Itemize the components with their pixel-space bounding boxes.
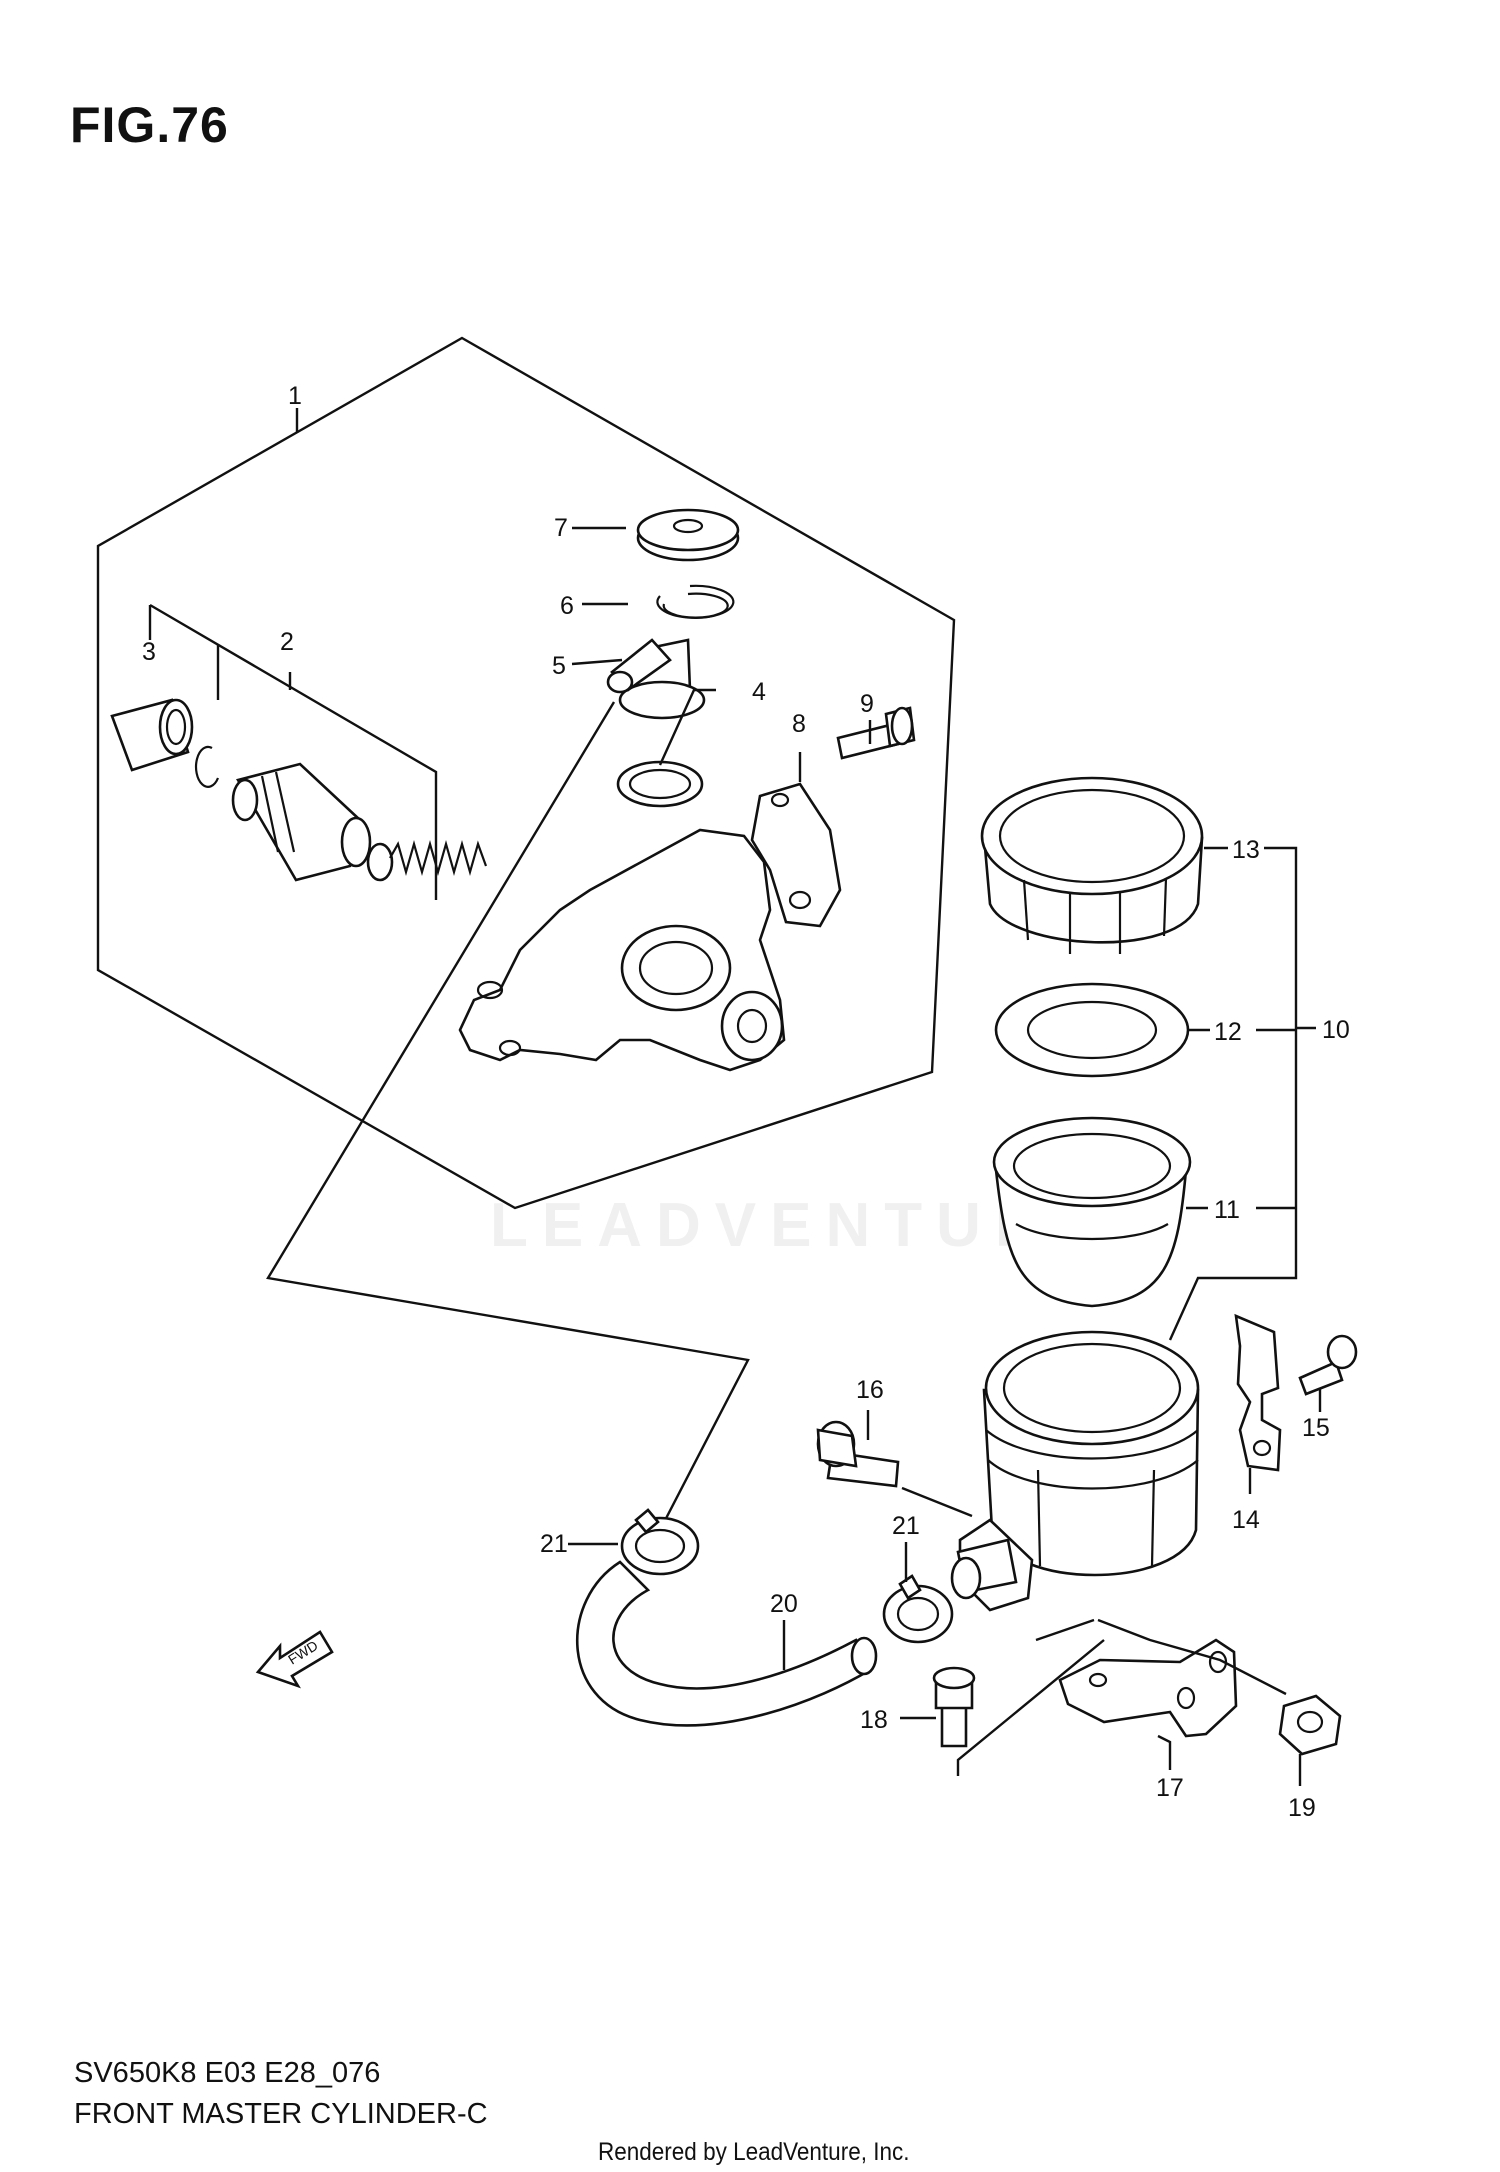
callout-21-left: 21	[540, 1530, 568, 1558]
fwd-arrow-icon: FWD	[255, 1630, 334, 1689]
part-3-piston-cup	[110, 698, 194, 772]
bracket-2	[149, 603, 438, 900]
model-code: SV650K8 E03 E28_076	[74, 2057, 381, 2089]
leader-16b	[901, 1486, 973, 1518]
figure-title: FIG.76	[70, 97, 229, 153]
callout-15: 15	[1302, 1414, 1330, 1442]
assembly-outline	[96, 336, 956, 1210]
callout-14: 14	[1232, 1506, 1260, 1534]
part-6-circlip-inner	[662, 592, 729, 619]
leader-5	[571, 658, 623, 666]
leader-18b	[956, 1639, 1105, 1776]
bracket-10	[1168, 846, 1298, 1341]
reservoir-body	[950, 1330, 1200, 1612]
callout-17: 17	[1156, 1774, 1184, 1802]
part-8-clamp	[750, 782, 842, 928]
render-credit: Rendered by LeadVenture, Inc.	[598, 2138, 910, 2166]
callout-13: 13	[1232, 836, 1260, 864]
part-21-hose-clamp-right	[882, 1574, 954, 1644]
callout-4: 4	[752, 678, 766, 706]
part-13-reservoir-cap	[980, 776, 1204, 954]
part-18-bolt	[932, 1666, 976, 1748]
callout-18: 18	[860, 1706, 888, 1734]
callout-19: 19	[1288, 1794, 1316, 1822]
part-19-nut	[1278, 1694, 1342, 1756]
part-5-connector	[606, 638, 706, 720]
routing-line	[266, 701, 750, 1531]
callout-9: 9	[860, 690, 874, 718]
watermark: LEADVENTURE	[490, 1191, 1110, 1260]
leader-17	[1157, 1734, 1172, 1770]
part-14-bracket-plate	[1234, 1313, 1282, 1472]
diagram-caption: FRONT MASTER CYLINDER-C	[74, 2098, 488, 2130]
callout-2: 2	[280, 628, 294, 656]
part-16-bolt	[816, 1420, 900, 1488]
callout-6: 6	[560, 592, 574, 620]
leader-17b	[1035, 1618, 1095, 1642]
part-21-hose-clamp-left	[620, 1508, 700, 1576]
callout-16: 16	[856, 1376, 884, 1404]
part-7-cap	[636, 508, 740, 562]
callout-7: 7	[554, 514, 568, 542]
callout-5: 5	[552, 652, 566, 680]
callout-21-right: 21	[892, 1512, 920, 1540]
part-4-o-ring	[616, 760, 704, 808]
callout-3: 3	[142, 638, 156, 666]
callout-8: 8	[792, 710, 806, 738]
part-9-bolt	[836, 706, 916, 760]
callout-12: 12	[1214, 1018, 1242, 1046]
leader-4	[658, 688, 716, 766]
master-cylinder-body	[458, 828, 786, 1072]
callout-1: 1	[288, 382, 302, 410]
callout-10: 10	[1322, 1016, 1350, 1044]
part-circlip	[194, 745, 220, 788]
part-11-diaphragm	[992, 1116, 1192, 1308]
callout-20: 20	[770, 1590, 798, 1618]
callout-11: 11	[1214, 1196, 1240, 1224]
part-12-gasket	[994, 982, 1190, 1078]
leader-17a	[1097, 1618, 1287, 1696]
part-20-hose	[576, 1560, 878, 1727]
part-15-screw	[1298, 1334, 1358, 1396]
part-2-piston	[231, 762, 488, 882]
